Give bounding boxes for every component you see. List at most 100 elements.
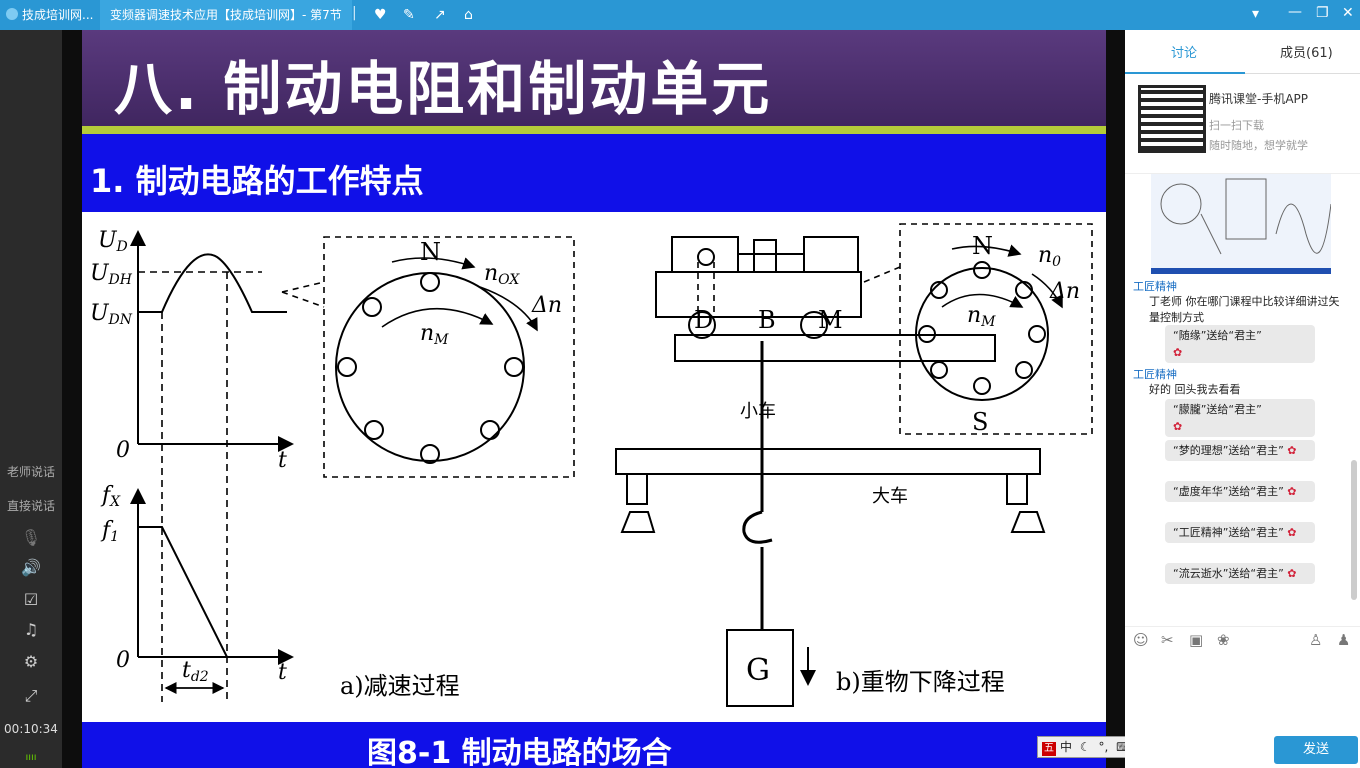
motor-circle-b: [915, 267, 1049, 401]
share-icon[interactable]: ↗: [434, 7, 446, 23]
figure-svg: UD UDH UDN 0 t fX f1 0 t td2 nOX nM Δn n…: [90, 223, 1093, 707]
d-label: D: [694, 306, 713, 334]
side-panel: 讨论 成员(61) 腾讯课堂-手机APP 扫一扫下载 随时随地，想学就学 工匠精…: [1125, 30, 1360, 768]
flower-icon[interactable]: ❀: [1217, 631, 1230, 649]
image-icon[interactable]: ▣: [1189, 631, 1204, 649]
slide-title-bar: 八. 制动电阻和制动单元: [82, 30, 1106, 126]
ime-punct-icon[interactable]: °,: [1098, 740, 1109, 754]
favorite-icon[interactable]: ♥: [374, 7, 387, 23]
settings-gear-icon[interactable]: ⚙: [23, 652, 39, 671]
crane-label: 大车: [872, 486, 908, 507]
checklist-icon[interactable]: ☑: [23, 590, 39, 609]
slide-subtitle: 1. 制动电路的工作特点: [90, 162, 424, 200]
gift-message-6: “流云逝水”送给“君主” ✿: [1165, 563, 1315, 584]
ime-moon-icon[interactable]: ☾: [1079, 740, 1091, 754]
s-pole-label-b: S: [972, 408, 988, 436]
ud-label: UD: [98, 228, 128, 255]
promo-title: 腾讯课堂-手机APP: [1209, 92, 1309, 106]
gift-text-2: “朦朧”送给“君主”: [1173, 403, 1262, 416]
divider: |: [352, 5, 357, 21]
shared-image[interactable]: [1151, 174, 1332, 274]
inset-a: [323, 236, 575, 478]
direct-speak-button[interactable]: 直接说话: [6, 499, 55, 513]
slide: 八. 制动电阻和制动单元 1. 制动电路的工作特点: [82, 30, 1106, 768]
slide-subtitle-bar: 1. 制动电路的工作特点: [82, 134, 1106, 212]
scissors-icon[interactable]: ✂: [1161, 631, 1174, 649]
course-tab[interactable]: 变频器调速技术应用【技成培训网】- 第7节: [100, 0, 352, 30]
mic-muted-icon[interactable]: 🎙: [20, 528, 42, 547]
gift-message-3: “梦的理想”送给“君主” ✿: [1165, 440, 1315, 461]
fullscreen-icon[interactable]: ⤢: [24, 686, 38, 705]
ime-logo-icon: 五: [1042, 742, 1056, 756]
brake-b: [753, 239, 777, 273]
user-icon[interactable]: ♙: [1309, 631, 1323, 649]
music-icon[interactable]: ♫: [23, 620, 39, 639]
tab-members[interactable]: 成员(61): [1280, 46, 1333, 61]
inset-b: [899, 223, 1093, 435]
chat-name-2[interactable]: 工匠精神: [1133, 368, 1177, 381]
chat-scrollbar[interactable]: [1351, 460, 1357, 600]
gift-text-4: “虚度年华”送给“君主”: [1173, 485, 1284, 498]
t-label-bottom: t: [278, 660, 287, 685]
app-tab[interactable]: 技成培训网...: [6, 0, 93, 30]
gift-message-4: “虚度年华”送给“君主” ✿: [1165, 481, 1315, 502]
slide-caption: 图8-1 制动电路的场合: [367, 736, 672, 768]
send-button[interactable]: 发送: [1274, 736, 1358, 764]
zero-label-bottom: 0: [116, 648, 130, 673]
teacher-speak-button[interactable]: 老师说话: [6, 465, 55, 479]
cart-label: 小车: [740, 401, 776, 422]
ime-mode[interactable]: 中: [1060, 740, 1073, 754]
td2-label: td2: [182, 658, 209, 685]
ud-curve: [138, 253, 287, 313]
app-tab-label: 技成培训网...: [22, 8, 94, 22]
main-beam: [674, 334, 996, 362]
tab-discuss[interactable]: 讨论: [1171, 46, 1198, 61]
nox-label: nOX: [484, 261, 520, 288]
course-tab-label: 变频器调速技术应用【技成培训网】- 第7节: [110, 8, 342, 22]
minimize-icon[interactable]: —: [1288, 4, 1302, 20]
emoji-icon[interactable]: ☺: [1133, 631, 1149, 649]
n-pole-label-a: N: [420, 238, 441, 266]
rose-icon: ✿: [1287, 444, 1297, 457]
close-icon[interactable]: ✕: [1342, 5, 1354, 21]
motor-m: [803, 236, 859, 273]
f1-label: f1: [100, 518, 119, 545]
app-promo: 腾讯课堂-手机APP 扫一扫下载 随时随地，想学就学: [1125, 74, 1360, 174]
dn-label-b: Δn: [1049, 279, 1080, 304]
gift-text-6: “流云逝水”送给“君主”: [1173, 567, 1284, 580]
promo-line1: 扫一扫下载: [1209, 119, 1264, 132]
edit-icon[interactable]: ✎: [403, 7, 415, 23]
add-user-icon[interactable]: ♟: [1337, 631, 1351, 649]
left-toolbar: 老师说话 直接说话 🎙 🔊 ☑ ♫ ⚙ ⤢ 00:10:34 ıııı: [0, 30, 62, 768]
udh-label: UDH: [90, 261, 133, 288]
chat-name-1[interactable]: 工匠精神: [1133, 280, 1177, 293]
zero-label-top: 0: [116, 438, 130, 463]
gift-message-1: “随缘”送给“君主”✿: [1165, 325, 1315, 363]
g-label: G: [746, 653, 770, 688]
app-logo-icon: [6, 8, 18, 20]
t-label-top: t: [278, 448, 287, 473]
dropdown-icon[interactable]: ▾: [1252, 6, 1260, 22]
slide-caption-bar: 图8-1 制动电路的场合: [82, 722, 1106, 768]
slide-stripe: [82, 126, 1106, 134]
n-pole-label-b: N: [972, 232, 993, 260]
fx-label: fX: [100, 483, 121, 510]
nm-label-b: nM: [967, 303, 996, 330]
hook: [742, 510, 773, 544]
speaker-icon[interactable]: 🔊: [21, 558, 41, 577]
signal-icon: ıııı: [25, 752, 37, 763]
rose-icon: ✿: [1173, 420, 1183, 433]
gift-message-2: “朦朧”送给“君主” ✿: [1165, 399, 1315, 437]
fig-b-label: b)重物下降过程: [836, 668, 1005, 696]
qr-code-icon: [1138, 85, 1206, 153]
active-tab-indicator: [1125, 72, 1245, 74]
chat-toolbar: ☺ ✂ ▣ ❀ ♙ ♟: [1125, 626, 1360, 654]
chat-text-1: 丁老师 你在哪门课程中比较详细讲过矢量控制方式: [1149, 295, 1340, 324]
b-label: B: [758, 306, 776, 334]
restore-icon[interactable]: ❐: [1316, 5, 1329, 21]
home-icon[interactable]: ⌂: [464, 7, 473, 23]
gift-text-1: “随缘”送给“君主”: [1173, 329, 1262, 342]
rose-icon: ✿: [1287, 567, 1297, 580]
m-label: M: [818, 306, 843, 334]
udn-label: UDN: [90, 301, 133, 328]
